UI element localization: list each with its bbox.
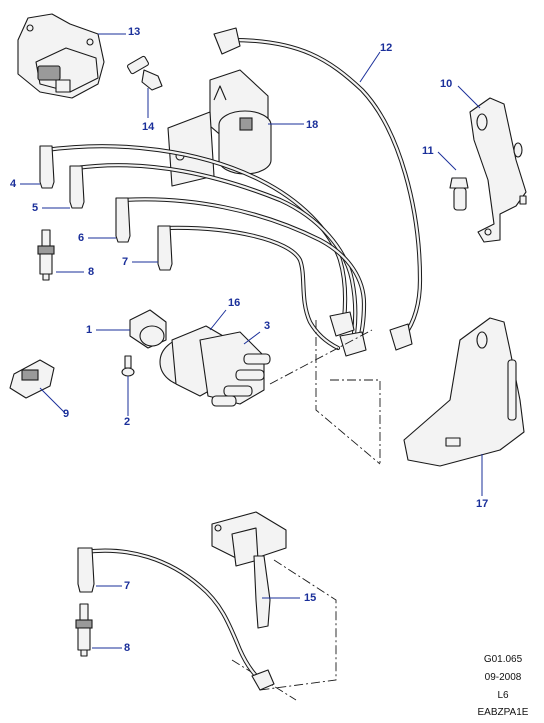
clip-part-1: [129, 309, 167, 349]
callout-14: 14: [142, 121, 155, 133]
coil-module-part-13: [17, 13, 105, 99]
callout-8-lower: 8: [124, 642, 131, 654]
spark-plug-part-8-top: [37, 229, 55, 281]
diagram-code: EABZPA1E: [477, 707, 529, 718]
coil-on-plug-part-15: [211, 511, 287, 629]
callout-2: 2: [124, 416, 131, 428]
bracket-part-17: [403, 317, 525, 467]
callout-3: 3: [264, 320, 271, 332]
callout-5: 5: [32, 202, 39, 214]
callout-13: 13: [128, 26, 141, 38]
callout-15: 15: [304, 592, 317, 604]
callout-7-lower: 7: [124, 580, 131, 592]
ht-lead-part-7-lower: [77, 547, 275, 691]
coil-lead-part-12: [213, 27, 423, 351]
callout-6: 6: [78, 232, 85, 244]
callout-17: 17: [476, 498, 489, 510]
callout-11: 11: [422, 145, 434, 157]
stud-part-11: [449, 177, 469, 211]
callout-9: 9: [63, 408, 70, 420]
sensor-part-9: [9, 359, 55, 399]
callout-leaders: [20, 33, 483, 649]
callout-4: 4: [10, 178, 17, 190]
callout-1: 1: [86, 324, 93, 336]
callout-8-top: 8: [88, 266, 95, 278]
callout-16: 16: [228, 297, 241, 309]
spark-plug-part-8-lower: [75, 603, 93, 657]
diagram-date: 09-2008: [484, 672, 522, 683]
callout-10: 10: [440, 78, 453, 90]
screw-part-2: [121, 355, 135, 377]
diagram-model: L6: [497, 690, 509, 701]
callout-18: 18: [306, 119, 319, 131]
ignition-coil-part-18: [167, 69, 272, 187]
spark-plug-leads-set: [39, 144, 367, 357]
distributor-cap-part-3: [199, 331, 271, 407]
mounting-bracket-part-10: [469, 97, 527, 243]
bolt-part-14: [127, 55, 163, 91]
callout-7-top: 7: [122, 256, 129, 268]
callout-12: 12: [380, 42, 393, 54]
diagram-reference: G01.065: [483, 654, 523, 665]
